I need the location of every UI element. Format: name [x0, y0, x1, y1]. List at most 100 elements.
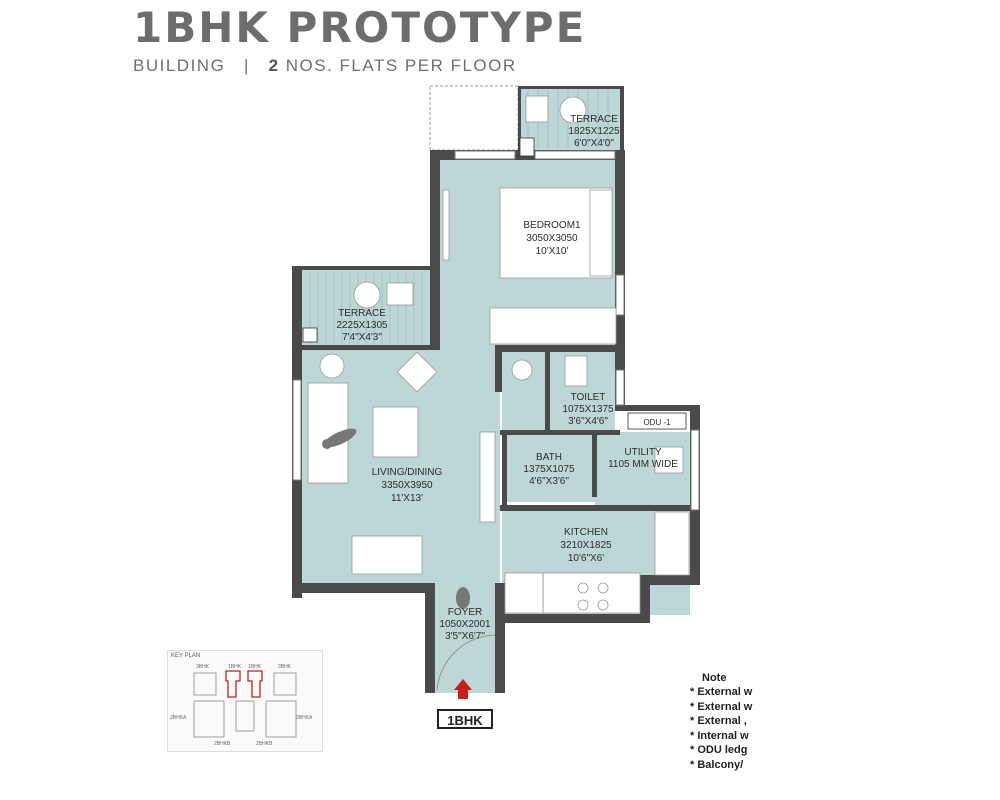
- wall: [500, 614, 650, 623]
- utility-box: [519, 137, 535, 157]
- living-size: 3350X3950: [381, 480, 433, 491]
- notes-title: Note: [702, 672, 727, 684]
- tv-unit: [479, 431, 496, 523]
- note-item: * External w: [690, 686, 753, 698]
- note-item: * External ,: [690, 715, 747, 728]
- toilet-size: 1075X1375: [562, 404, 614, 415]
- notes: Note * External w * External w * Externa…: [690, 672, 756, 773]
- living-lamp: [319, 353, 345, 379]
- wall: [495, 583, 505, 693]
- terrace-left-size-ft: 7'4"X4'3": [342, 332, 382, 343]
- lounge-chair: [396, 351, 438, 393]
- window: [615, 369, 625, 406]
- note-item: * Balcony/: [690, 758, 744, 771]
- page-subtitle: BUILDING | 2 NOS. FLATS PER FLOOR: [133, 56, 517, 76]
- key-plan-top-label: 1BHK: [228, 664, 242, 670]
- bath-size: 1375X1075: [523, 464, 575, 475]
- key-plan-block: [265, 700, 297, 738]
- key-plan-side-label-left: 2BHKA: [170, 715, 187, 721]
- window: [454, 150, 516, 160]
- foyer-name: FOYER: [448, 607, 482, 618]
- key-plan-top-label: 1BHK: [248, 664, 262, 670]
- foyer-size-ft: 3'5"X6'7": [445, 631, 485, 642]
- window: [534, 150, 616, 160]
- open-shaft-outline: [429, 85, 519, 151]
- terrace-top-name: TERRACE: [570, 114, 618, 125]
- wall: [430, 150, 440, 350]
- living-size-ft: 11'X13': [391, 493, 423, 504]
- room-labels: TERRACE 1825X1225 6'0"X4'0" BEDROOM1 305…: [336, 114, 678, 642]
- wardrobe: [489, 307, 617, 345]
- terrace-table: [559, 96, 587, 124]
- toilet-size-ft: 3'6"X4'6": [568, 416, 608, 427]
- toilet-name: TOILET: [571, 392, 606, 403]
- kitchen-counter: [542, 572, 641, 614]
- terrace-chair: [525, 95, 549, 123]
- terrace-top-size: 1825X1225: [568, 126, 620, 137]
- key-plan-highlight: [247, 670, 263, 698]
- unit-tag: 1BHK: [437, 709, 493, 729]
- page-title: 1BHK PROTOTYPE: [133, 3, 587, 52]
- window: [615, 274, 625, 316]
- furniture: [302, 95, 690, 614]
- terrace-top-size-ft: 6'0"X4'0": [574, 138, 614, 149]
- wall: [640, 575, 650, 623]
- utility-size: 1105 MM WIDE: [608, 459, 678, 470]
- note-item: * Internal w: [690, 729, 749, 742]
- wash-basin: [511, 359, 533, 381]
- wall: [495, 352, 502, 392]
- key-plan-core: [235, 700, 255, 732]
- utility-name: UTILITY: [624, 447, 662, 458]
- stove-burner: [597, 599, 609, 611]
- stove-burner: [577, 582, 589, 594]
- wall: [545, 352, 550, 432]
- key-plan-bottom-label: 2BHKB: [214, 741, 231, 747]
- washing-machine: [654, 446, 684, 474]
- wall: [500, 505, 690, 511]
- subtitle-separator: |: [243, 56, 250, 75]
- key-plan-block: [273, 672, 297, 696]
- person-figure: [322, 439, 332, 449]
- entry-door-arc: [436, 634, 496, 691]
- key-plan-block: [193, 672, 217, 696]
- person-figure: [456, 587, 470, 609]
- entry-arrow-icon: [454, 679, 472, 699]
- key-plan-side-label-right: 2BHKA: [296, 715, 313, 721]
- key-plan-top-label: 3BHK: [196, 664, 210, 670]
- window: [292, 379, 302, 481]
- key-plan-title: KEY PLAN: [171, 653, 201, 659]
- key-plan-drawing: 3BHK 1BHK 1BHK 3BHK 2BHKA 2BHKA 2BHKB 2B…: [170, 664, 313, 747]
- bath-name: BATH: [536, 452, 562, 463]
- bedroom-shelf: [442, 189, 450, 261]
- toilet-wc: [564, 355, 588, 387]
- bath-fill: [502, 432, 595, 502]
- windows: [292, 150, 700, 511]
- bedroom-name: BEDROOM1: [523, 220, 581, 231]
- note-item: * External w: [690, 700, 753, 713]
- terrace-left-chair: [386, 282, 414, 306]
- key-plan-block: [193, 700, 225, 738]
- wall: [615, 405, 700, 411]
- key-plan-top-label: 3BHK: [278, 664, 292, 670]
- terrace-left-box: [302, 327, 318, 343]
- terrace-left-size: 2225X1305: [336, 320, 388, 331]
- key-plan-bottom-label: 2BHKB: [256, 741, 273, 747]
- terrace-left-table: [353, 281, 381, 309]
- odu-label: ODU -1: [643, 418, 671, 427]
- wall: [518, 86, 624, 89]
- wall: [292, 583, 435, 593]
- foyer-size: 1050X2001: [439, 619, 491, 630]
- stove-burner: [577, 599, 589, 611]
- key-plan-highlight: [225, 670, 241, 698]
- wall: [640, 575, 700, 585]
- kitchen-size-ft: 10'6"X6': [568, 553, 604, 564]
- subtitle-building: BUILDING: [133, 56, 226, 75]
- person-figures: [322, 428, 470, 609]
- wall: [495, 345, 620, 352]
- wall: [620, 86, 624, 156]
- kitchen-counter-side: [654, 511, 690, 576]
- living-name: LIVING/DINING: [372, 467, 443, 478]
- stove-burner: [597, 582, 609, 594]
- wall: [292, 266, 430, 270]
